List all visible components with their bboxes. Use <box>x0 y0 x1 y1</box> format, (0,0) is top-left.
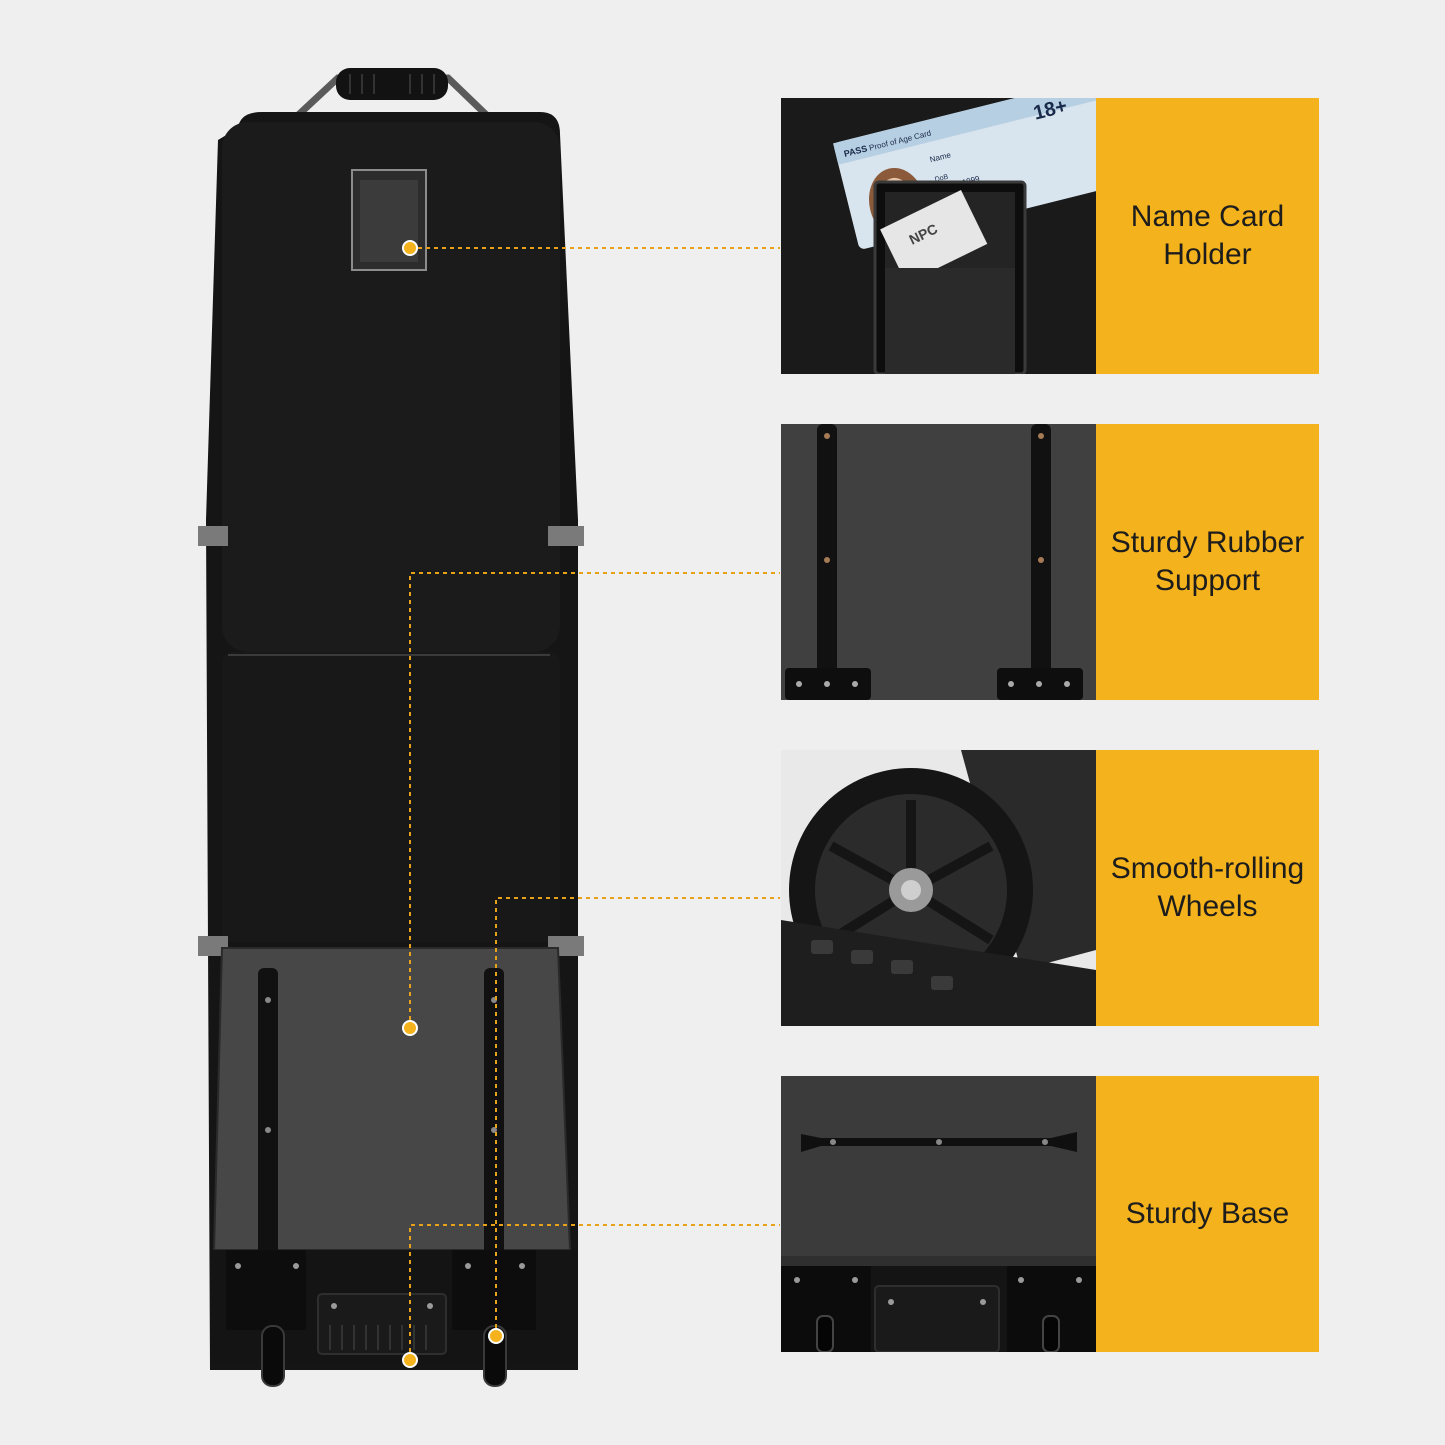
feature-label-name-card: Name Card Holder <box>1130 200 1285 271</box>
feature-label-box: Name Card Holder <box>1096 98 1319 374</box>
feature-label-rubber-support: Sturdy Rubber Support <box>1110 526 1305 597</box>
feature-label-wheels: Smooth-rolling Wheels <box>1110 852 1305 923</box>
feature-panel-name-card: PASS Proof of Age Card Name DoB 02 Oct 1… <box>781 98 1319 374</box>
feature-label-box: Sturdy Base <box>1096 1076 1319 1352</box>
feature-panel-wheels: Smooth-rolling Wheels <box>781 750 1319 1026</box>
name-card-holder-photo: PASS Proof of Age Card Name DoB 02 Oct 1… <box>781 98 1096 374</box>
callout-dot-name-card <box>402 240 418 256</box>
feature-panel-rubber-support: Sturdy Rubber Support <box>781 424 1319 700</box>
base-photo <box>781 1076 1096 1352</box>
feature-label-base: Sturdy Base <box>1125 1197 1290 1230</box>
callout-dot-base <box>402 1352 418 1368</box>
wheel-photo <box>781 750 1096 1026</box>
rubber-support-photo <box>781 424 1096 700</box>
feature-panel-base: Sturdy Base <box>781 1076 1319 1352</box>
callout-dot-wheels <box>488 1328 504 1344</box>
feature-label-box: Sturdy Rubber Support <box>1096 424 1319 700</box>
callout-dot-rubber-support <box>402 1020 418 1036</box>
card-dob-label: DoB <box>934 174 949 184</box>
feature-label-box: Smooth-rolling Wheels <box>1096 750 1319 1026</box>
